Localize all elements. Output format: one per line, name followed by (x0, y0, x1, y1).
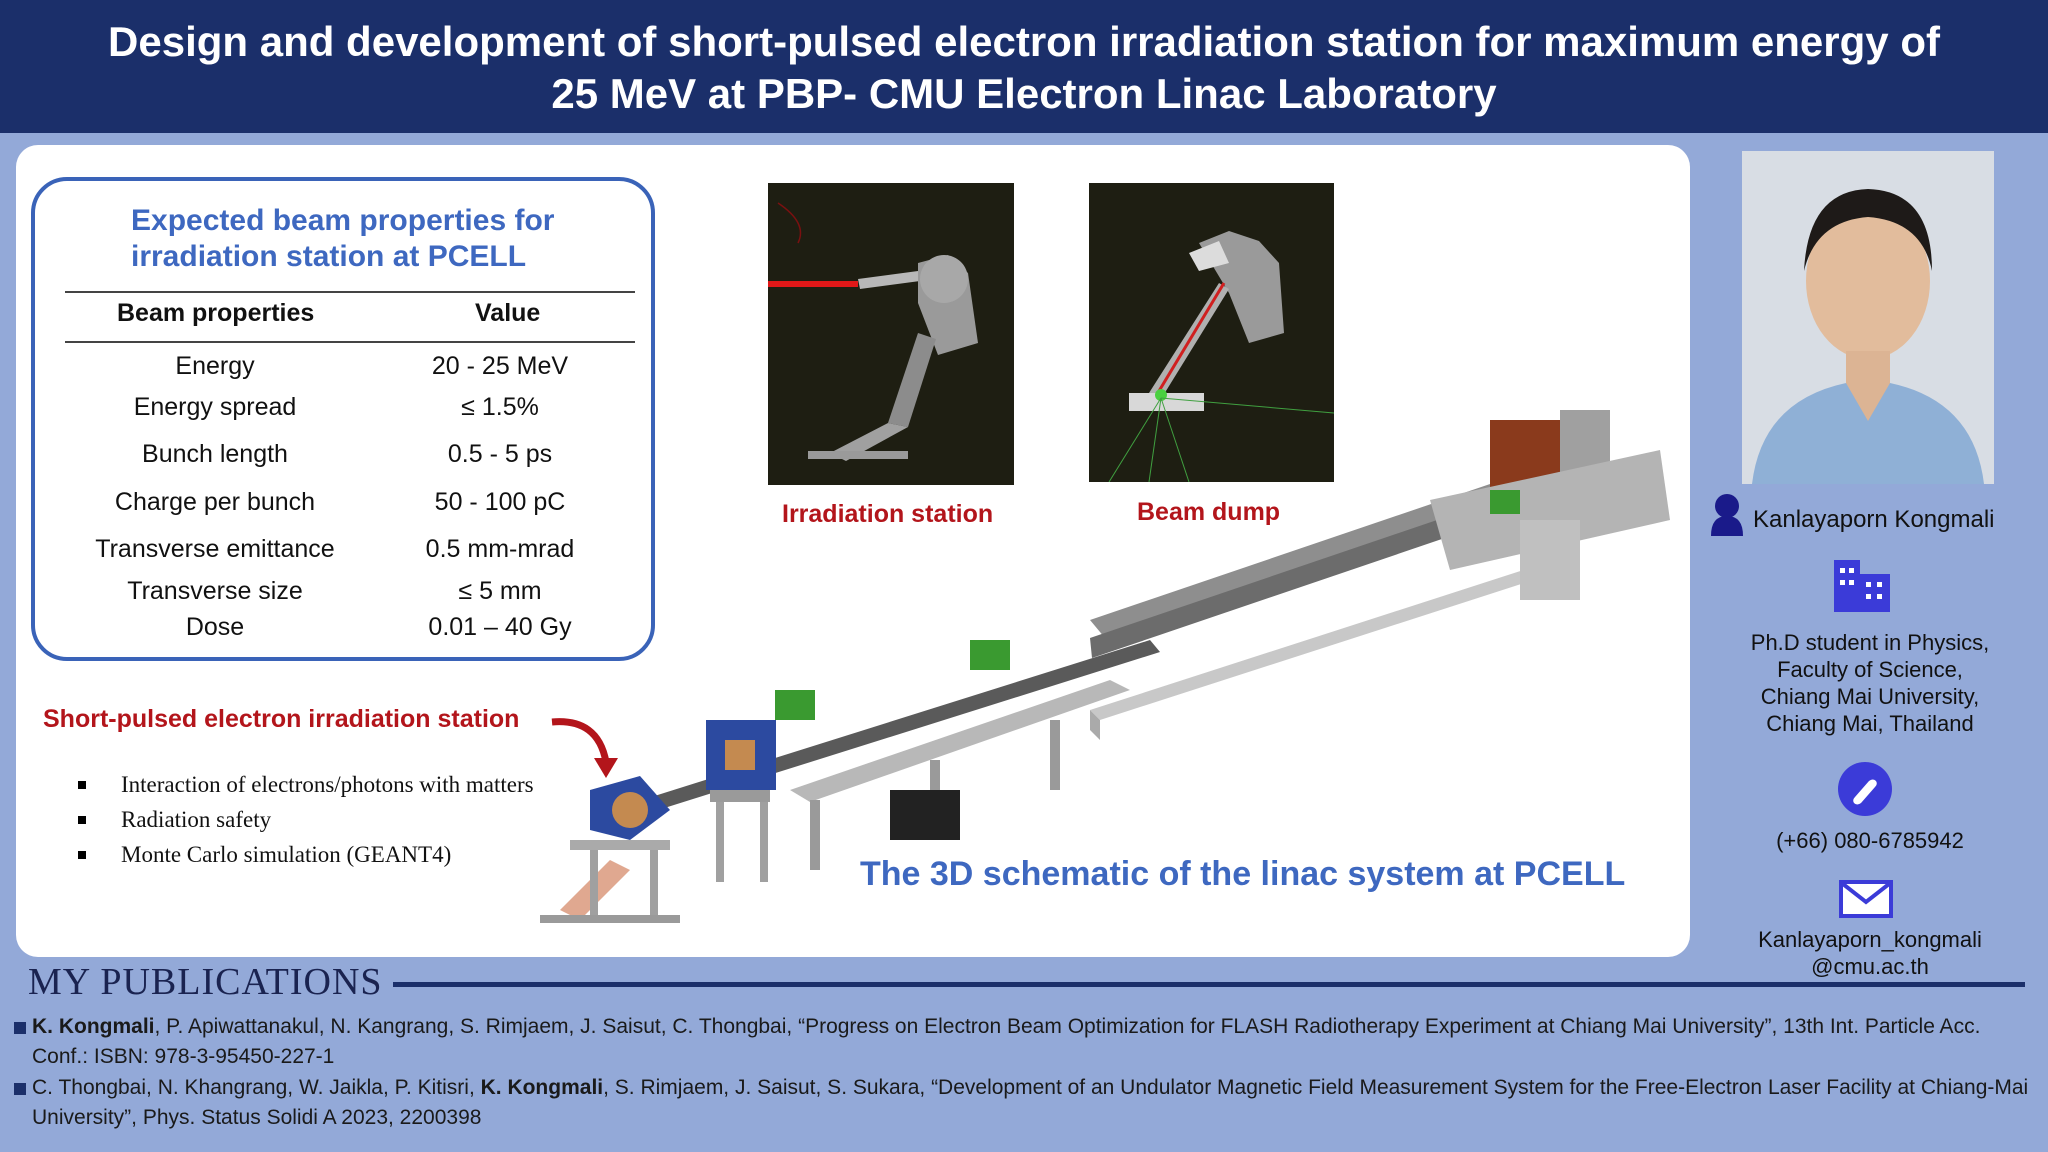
red-arrow-icon (551, 718, 618, 778)
irradiation-station-image (768, 183, 1014, 485)
table-row: Transverse size ≤ 5 mm (65, 577, 635, 611)
table-row: Bunch length 0.5 - 5 ps (65, 440, 635, 474)
email-address: Kanlayaporn_kongmali @cmu.ac.th (1758, 927, 1982, 979)
linac-schematic-image (530, 390, 1670, 950)
property-name: Transverse emittance (95, 535, 335, 563)
affiliation: Ph.D student in Physics, Faculty of Scie… (1750, 630, 1990, 736)
table-header-rule (65, 341, 635, 343)
bullet-icon (78, 781, 86, 789)
phone-icon (1838, 762, 1892, 816)
property-value: 0.01 – 40 Gy (428, 613, 572, 641)
title-line-2: 25 MeV at PBP- CMU Electron Linac Labora… (551, 70, 1497, 117)
publications-heading: MY PUBLICATIONS (28, 961, 383, 1003)
publications-rule (393, 982, 2025, 987)
column-header-value: Value (475, 299, 541, 327)
beam-dump-image (1089, 183, 1334, 482)
profile-photo (1742, 151, 1994, 484)
beam-dump-caption: Beam dump (1137, 498, 1281, 526)
publication-item: K. Kongmali, P. Apiwattanakul, N. Kangra… (14, 1012, 2034, 1072)
schematic-caption: The 3D schematic of the linac system at … (860, 855, 1626, 893)
title-line-1: Design and development of short-pulsed e… (108, 18, 1940, 65)
property-name: Charge per bunch (114, 488, 316, 516)
bullet-icon (14, 1022, 26, 1034)
property-name: Bunch length (142, 440, 288, 468)
property-value: 0.5 mm-mrad (425, 535, 575, 563)
property-value: 50 - 100 pC (434, 488, 566, 516)
property-value: ≤ 1.5% (461, 393, 539, 421)
property-name: Energy (175, 352, 255, 380)
bullet-icon (14, 1083, 26, 1095)
property-name: Energy spread (133, 393, 297, 421)
property-name: Dose (185, 613, 245, 641)
irradiation-station-caption: Irradiation station (782, 500, 994, 528)
property-name: Transverse size (127, 577, 303, 605)
profile-name: Kanlayaporn Kongmali (1753, 506, 1995, 533)
bullet-icon (78, 816, 86, 824)
property-value: ≤ 5 mm (458, 577, 542, 605)
property-value: 0.5 - 5 ps (447, 440, 553, 468)
building-icon (1834, 560, 1890, 612)
column-header-property: Beam properties (117, 299, 315, 327)
table-top-rule (65, 291, 635, 293)
phone-number: (+66) 080-6785942 (1776, 828, 1964, 853)
title-banner: Design and development of short-pulsed e… (0, 0, 2048, 133)
email-icon (1839, 880, 1893, 918)
station-title: Short-pulsed electron irradiation statio… (43, 705, 520, 733)
bullet-icon (78, 851, 86, 859)
publication-item: C. Thongbai, N. Khangrang, W. Jaikla, P.… (14, 1073, 2034, 1133)
table-row: Transverse emittance 0.5 mm-mrad (65, 535, 635, 569)
table-row: Energy spread ≤ 1.5% (65, 393, 635, 427)
property-value: 20 - 25 MeV (431, 352, 569, 380)
beam-properties-box: Expected beam properties for irradiation… (31, 177, 655, 661)
person-icon (1711, 494, 1743, 536)
table-row: Dose 0.01 – 40 Gy (65, 613, 635, 647)
properties-title: Expected beam properties for irradiation… (131, 204, 555, 273)
table-row: Charge per bunch 50 - 100 pC (65, 488, 635, 522)
table-row: Energy 20 - 25 MeV (65, 352, 635, 386)
